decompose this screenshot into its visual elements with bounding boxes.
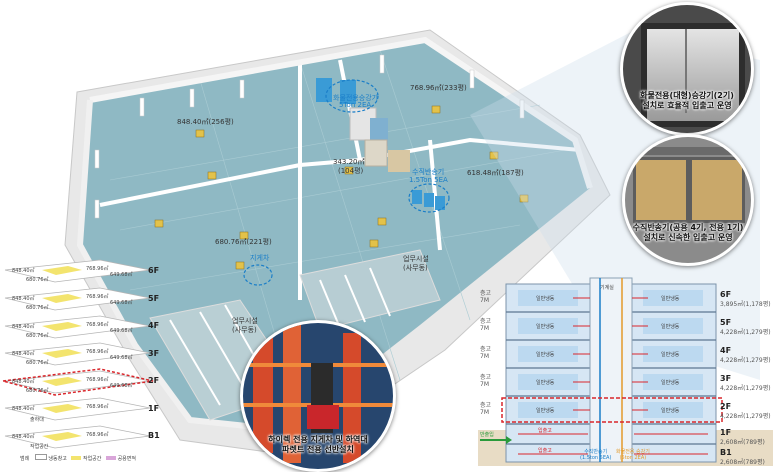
section-cell-6f-right: 일반냉동 [661, 296, 680, 302]
office-b-label: 업무시설 [232, 317, 258, 325]
building-section: 층고 7M 층고 7M 층고 7M 층고 7M 층고 7M 일반냉동 일반냉동 … [478, 272, 773, 466]
section-cell-2f-right: 일반냉동 [661, 408, 680, 414]
stack-3f-c: 768.96㎡ [86, 349, 109, 355]
stack-floor-3f: 3F [148, 349, 160, 358]
stack-b1-a: 848.40㎡ [12, 434, 35, 440]
legend-title: 범례 [20, 456, 30, 462]
stack-4f-c: 768.96㎡ [86, 322, 109, 328]
stack-floor-2f: 2F [148, 376, 160, 385]
legend-item-2: 작업공간 [82, 456, 102, 462]
section-cell-6f-left: 일반냉동 [536, 296, 555, 302]
stack-6f-c: 768.96㎡ [86, 266, 109, 272]
stack-3f-a: 848.40㎡ [12, 351, 35, 357]
office-label: 업무시설 [403, 255, 429, 263]
forklift-label: 지게차 [250, 254, 270, 262]
section-bottom-conveyor: 수직반송기 (1.5ton 5EA) [580, 449, 612, 461]
section-inout-b1: 입출고 [538, 448, 552, 454]
legend-item-1: 냉동창고 [48, 456, 67, 462]
stack-1f-c: 768.96㎡ [86, 404, 109, 410]
freight-elevator-label: 화물전용승강기 [333, 94, 379, 102]
stack-b1-c: 768.96㎡ [86, 432, 109, 438]
section-bottom-elevator: 화물전용 승강기 (5ton 2EA) [616, 449, 650, 461]
section-height-3f: 층고 7M [480, 374, 492, 388]
office-b-sub-label: (사무동) [232, 326, 257, 334]
stack-floor-b1: B1 [148, 431, 160, 440]
section-height-4f: 층고 7M [480, 346, 492, 360]
section-floor-2f: 2F 4,228㎡(1,279평) [720, 402, 771, 420]
building-section-graphic [478, 277, 773, 466]
legend: 범례 냉동창고 작업공간 공용면적 [20, 454, 136, 462]
callout-vertical-conveyor-line1: 수직반송기(공용 4기, 전용 1기) [632, 223, 744, 232]
stack-floor-4f: 4F [148, 321, 160, 330]
callout-vertical-conveyor-line2: 설치로 신속한 입출고 운영 [643, 233, 733, 242]
stack-5f-d: 649.68㎡ [110, 300, 133, 306]
room-area-1: 848.40㎡(256평) [177, 118, 234, 126]
stack-2f-b: 680.76㎡ [26, 388, 49, 394]
section-cell-5f-left: 일반냉동 [536, 324, 555, 330]
stack-6f-a: 848.40㎡ [12, 268, 35, 274]
callout-freight-elevator: 화물전용(대형)승강기(2기) 설치로 효율적 입출고 운영 [620, 2, 754, 136]
callout-forklift-rack: 하이렉 전용 지게차 및 하역대 파렛트 전용 선반설치 [240, 320, 396, 472]
section-floor-5f: 5F 4,228㎡(1,279평) [720, 318, 771, 336]
stack-floor-1f: 1F [148, 404, 160, 413]
stack-3f-d: 649.68㎡ [110, 355, 133, 361]
legend-swatch-2 [71, 456, 82, 460]
stack-5f-c: 768.96㎡ [86, 294, 109, 300]
stack-floor-5f: 5F [148, 294, 160, 303]
section-floor-4f: 4F 4,228㎡(1,279평) [720, 346, 771, 364]
callout-forklift-rack-line1: 하이렉 전용 지게차 및 하역대 [268, 435, 368, 444]
stack-2f-a: 848.40㎡ [12, 379, 35, 385]
freight-elevator-spec: 5Ton 2EA [339, 101, 372, 109]
section-cell-3f-left: 일반냉동 [536, 380, 555, 386]
office-sub-label: (사무동) [403, 264, 428, 272]
stack-4f-d: 649.68㎡ [110, 328, 133, 334]
section-floor-3f: 3F 4,228㎡(1,279평) [720, 374, 771, 392]
section-cell-5f-right: 일반냉동 [661, 324, 680, 330]
room-area-3: 343.20㎡ [333, 158, 365, 166]
section-height-5f: 층고 7M [480, 318, 492, 332]
section-cell-4f-right: 일반냉동 [661, 352, 680, 358]
section-cell-4f-left: 일반냉동 [536, 352, 555, 358]
room-area-5: 680.76㎡(221평) [215, 238, 272, 246]
stack-3f-b: 680.76㎡ [26, 360, 49, 366]
stack-b1-label: 작업공간 [30, 444, 49, 450]
stack-1f-label: 출하대 [30, 417, 44, 423]
room-area-4: 618.48㎡(187평) [467, 169, 524, 177]
callout-forklift-rack-line2: 파렛트 전용 선반설치 [282, 445, 354, 454]
stack-2f-d: 649.68㎡ [110, 383, 133, 389]
legend-item-3: 공용면적 [117, 456, 136, 462]
section-floor-b1: B1 2,608㎡(789평) [720, 448, 765, 466]
floor-stack-graphic [2, 259, 154, 449]
section-height-6f: 층고 7M [480, 290, 492, 304]
section-height-2f: 층고 7M [480, 402, 492, 416]
stack-5f-a: 848.40㎡ [12, 296, 35, 302]
section-inout-1f: 입출고 [538, 428, 552, 434]
section-cell-2f-left: 일반냉동 [536, 408, 555, 414]
stack-5f-b: 680.76㎡ [26, 305, 49, 311]
stack-6f-d: 649.68㎡ [110, 272, 133, 278]
section-cell-3f-right: 일반냉동 [661, 380, 680, 386]
section-dock: 반출입 [480, 432, 494, 438]
section-top-cell: 기계실 [600, 285, 614, 291]
vertical-conveyor-spec: 1.5Ton 5EA [409, 176, 448, 184]
section-floor-6f: 6F 3,895㎡(1,178평) [720, 290, 771, 308]
legend-swatch-3 [105, 456, 116, 460]
callout-freight-elevator-line1: 화물전용(대형)승강기(2기) [640, 91, 734, 100]
legend-swatch-1 [34, 454, 47, 460]
stack-2f-c: 768.96㎡ [86, 377, 109, 383]
callout-freight-elevator-line2: 설치로 효율적 입출고 운영 [642, 101, 732, 110]
stack-4f-a: 848.40㎡ [12, 324, 35, 330]
callout-vertical-conveyor: 수직반송기(공용 4기, 전용 1기) 설치로 신속한 입출고 운영 [622, 134, 754, 266]
stack-1f-a: 848.40㎡ [12, 406, 35, 412]
room-area-3-pyeong: (104평) [338, 167, 364, 175]
stack-floor-6f: 6F [148, 266, 160, 275]
room-area-2: 768.96㎡(233평) [410, 84, 467, 92]
vertical-conveyor-label: 수직반송기 [412, 168, 445, 176]
floor-stack: 848.40㎡ 680.76㎡ 768.96㎡ 649.68㎡ 848.40㎡ … [0, 258, 165, 466]
stack-6f-b: 680.76㎡ [26, 277, 49, 283]
section-floor-1f: 1F 2,608㎡(789평) [720, 428, 765, 446]
stack-4f-b: 680.76㎡ [26, 333, 49, 339]
